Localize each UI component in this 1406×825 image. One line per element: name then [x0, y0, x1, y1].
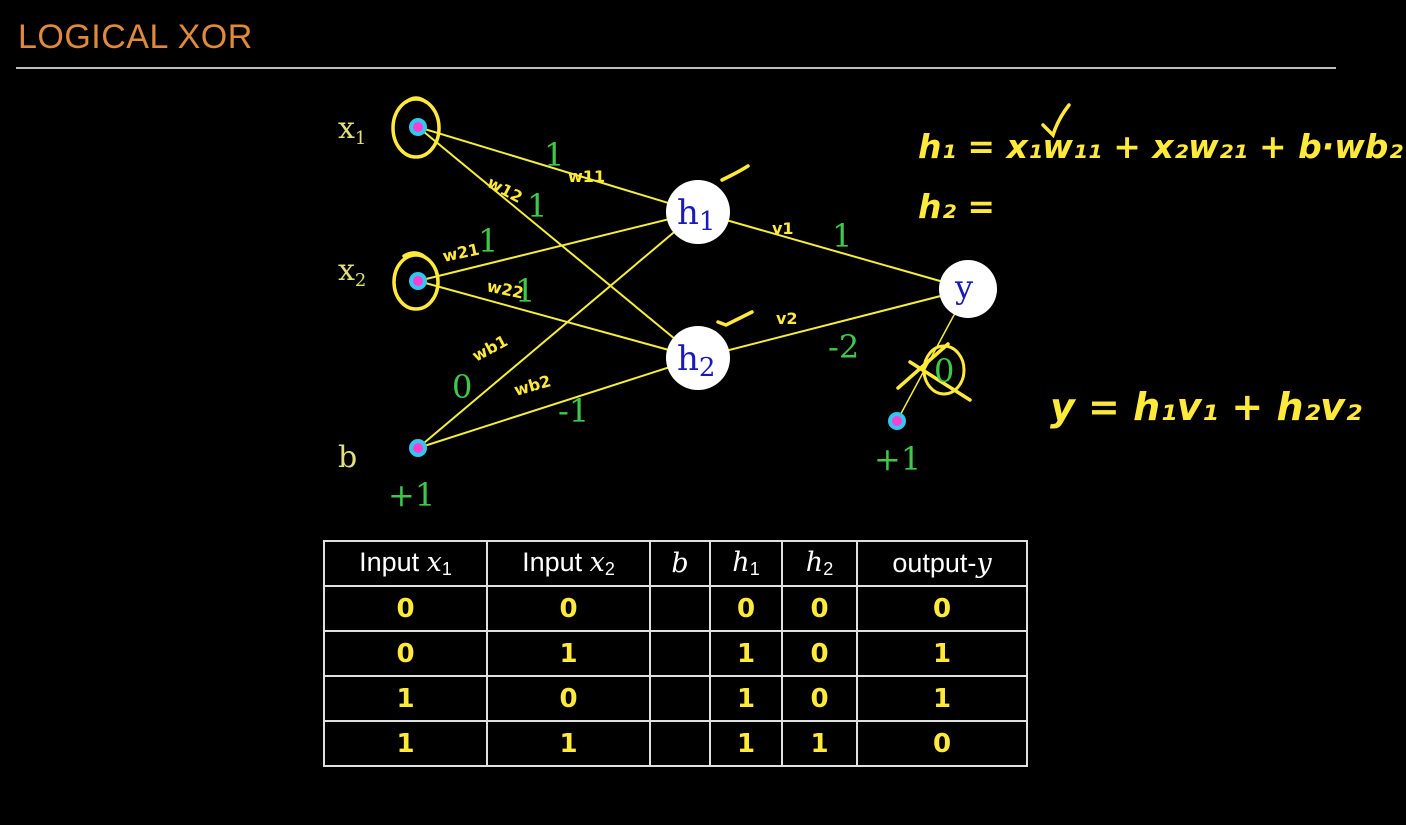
label-output-bias-plus-one: +1 — [874, 440, 921, 478]
header-input-x1: Input x1 — [323, 540, 488, 587]
cell-h1: 1 — [709, 720, 783, 767]
slide-title: LOGICAL XOR — [18, 18, 253, 56]
check-mark-h1 — [720, 164, 750, 182]
weight-w11: 1 — [544, 136, 564, 174]
edge-b-h2 — [417, 357, 699, 449]
output-bias-node-core — [892, 416, 902, 426]
network-edges — [417, 126, 969, 449]
check-mark-h2 — [716, 310, 754, 327]
hw-label-v2: v2 — [776, 309, 798, 328]
weight-v1: 1 — [832, 217, 852, 255]
cell-h2: 0 — [781, 630, 858, 677]
cell-y: 1 — [856, 675, 1028, 722]
weight-w22: 1 — [515, 272, 535, 310]
cell-y: 1 — [856, 630, 1028, 677]
cell-b — [649, 720, 711, 767]
edge-h1-y — [697, 211, 969, 290]
mark-x2-top — [402, 251, 428, 260]
circle-mark-x2 — [392, 253, 440, 311]
header-h1: h1 — [709, 540, 783, 587]
label-b: b — [338, 440, 357, 475]
input-node-x2-core — [413, 276, 423, 286]
hw-label-w21: w21 — [441, 240, 481, 266]
check-mark-w11 — [1041, 103, 1071, 139]
cell-h2: 1 — [781, 720, 858, 767]
weight-wb1: 0 — [452, 368, 472, 406]
hw-label-wb2: wb2 — [512, 371, 553, 400]
label-x2: x2 — [338, 253, 366, 291]
cell-h1: 1 — [709, 630, 783, 677]
cell-h1: 0 — [709, 585, 783, 632]
input-nodes — [409, 118, 906, 457]
cell-y: 0 — [856, 720, 1028, 767]
output-node-y: y — [939, 260, 997, 318]
hw-label-v1: v1 — [772, 219, 794, 238]
equation-h1: h₁ = x₁w₁₁ + x₂w₂₁ + b·wb₂ — [918, 127, 1403, 166]
input-node-b-core — [413, 443, 423, 453]
cell-y: 0 — [856, 585, 1028, 632]
edge-x2-h1 — [417, 211, 699, 282]
header-input-x2: Input x2 — [486, 540, 651, 587]
hw-label-wb1: wb1 — [469, 331, 511, 365]
weight-wb2: -1 — [558, 392, 589, 430]
hidden-node-h1: h1 — [666, 180, 730, 244]
cell-b — [649, 630, 711, 677]
table-header-row: Input x1 Input x2 b h1 h2 output-y — [323, 540, 1028, 587]
input-node-x1-core — [413, 122, 423, 132]
cell-x2: 0 — [486, 585, 651, 632]
weight-w12: 1 — [527, 187, 547, 225]
edge-x1-h1 — [417, 126, 699, 213]
cell-x1: 1 — [323, 720, 488, 767]
cell-x1: 0 — [323, 585, 488, 632]
cell-x2: 1 — [486, 630, 651, 677]
circle-bias-zero — [922, 344, 966, 396]
weight-v2: -2 — [828, 328, 859, 366]
cell-h2: 0 — [781, 585, 858, 632]
weight-output-bias: 0 — [934, 352, 954, 390]
weight-w21: 1 — [478, 222, 498, 260]
edge-x2-h2 — [417, 280, 699, 359]
svg-text:h1: h1 — [677, 193, 715, 237]
edge-h2-y — [697, 288, 969, 359]
header-output-y: output-y — [856, 540, 1028, 587]
label-x1: x1 — [338, 111, 366, 149]
label-bias-plus-one: +1 — [388, 476, 435, 514]
header-h2: h2 — [781, 540, 858, 587]
edge-x1-h2 — [417, 126, 699, 359]
cell-x2: 1 — [486, 720, 651, 767]
title-divider — [16, 67, 1336, 69]
mark-x1-top — [404, 96, 428, 104]
cell-x1: 1 — [323, 675, 488, 722]
cell-x1: 0 — [323, 630, 488, 677]
equation-h2: h₂ = — [918, 187, 995, 226]
hidden-node-h2: h2 — [666, 326, 730, 390]
equation-y: y = h₁v₁ + h₂v₂ — [1050, 385, 1362, 429]
cell-h2: 0 — [781, 675, 858, 722]
svg-text:y: y — [954, 268, 973, 306]
cell-b — [649, 675, 711, 722]
cell-x2: 0 — [486, 675, 651, 722]
handwritten-marks — [391, 96, 1071, 402]
hw-label-w11: w11 — [568, 167, 605, 186]
cell-h1: 1 — [709, 675, 783, 722]
network-diagram: x1 x2 b +1 +1 h1 h2 y 1 1 1 1 0 -1 1 -2 … — [338, 96, 1403, 514]
edge-b-h1 — [417, 211, 699, 449]
hw-label-w12: w12 — [484, 173, 526, 207]
cell-b — [649, 585, 711, 632]
header-b: b — [649, 540, 711, 587]
svg-text:h2: h2 — [677, 339, 715, 383]
